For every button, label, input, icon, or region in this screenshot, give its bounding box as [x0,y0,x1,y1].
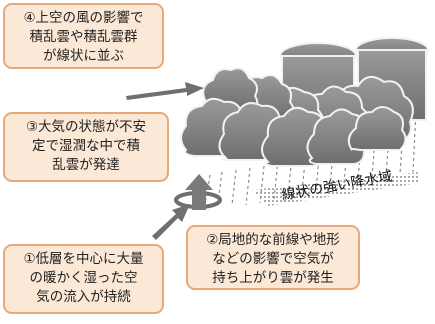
callout-moist-inflow: ①低層を中心に大量 の暖かく湿った空 気の流入が持続 [3,244,164,314]
callout-line: 気の流入が持続 [36,289,131,305]
callout-upper-wind: ④上空の風の影響で 積乱雲や積乱雲群 が線状に並ぶ [3,3,164,69]
callout-unstable-atmosphere: ③大気の状態が不安 定で湿潤な中で積 乱雲が発達 [3,112,169,182]
callout-line: の暖かく湿った空 [29,270,138,286]
callout-line: ③大気の状態が不安 [25,119,147,135]
callout-line: 積乱雲や積乱雲群 [29,29,138,45]
updraft-arrow [185,174,213,210]
cumulonimbus-line [180,37,429,167]
low-level-inflow-arrow [152,204,190,240]
callout-line: 持ち上がり雲が発生 [212,270,334,286]
callout-line: 定で湿潤な中で積 [32,138,140,154]
callout-lifting-mechanism: ②局地的な前線や地形 などの影響で空気が 持ち上がり雲が発生 [186,225,360,290]
callout-line: が線状に並ぶ [43,48,124,64]
callout-line: ④上空の風の影響で [23,10,144,26]
callout-line: などの影響で空気が [212,251,334,267]
cloud-cell [347,106,407,151]
callout-line: ①低層を中心に大量 [23,251,144,267]
upper-wind-arrow [126,82,204,100]
precipitation-band [252,172,420,206]
callout-line: ②局地的な前線や地形 [206,232,340,248]
callout-line: 乱雲が発達 [52,157,120,173]
